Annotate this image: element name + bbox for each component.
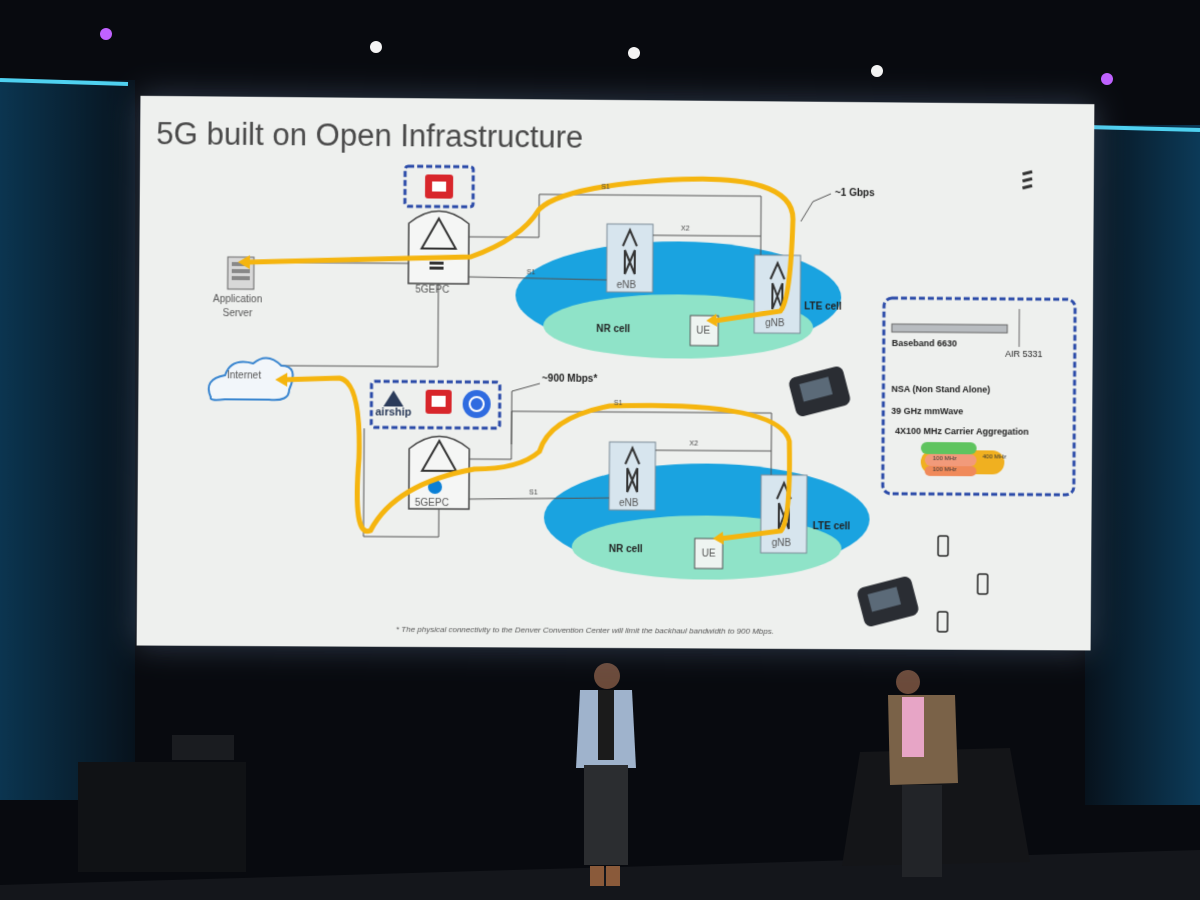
triangle-icon: [419, 438, 458, 472]
enb-tower-top: [606, 223, 654, 293]
triangle-icon: [419, 216, 457, 250]
lte-cell-label-top: LTE cell: [804, 301, 842, 313]
left-curtain: [0, 80, 135, 800]
enb-label-bottom: eNB: [619, 498, 639, 510]
core-shape-bottom: [407, 435, 470, 510]
carrier-aggregation-label: 4X100 MHz Carrier Aggregation: [895, 425, 1029, 437]
ceiling-light: [1101, 73, 1113, 85]
air-label: AIR 5331: [1005, 348, 1043, 360]
openstack-box-top: [402, 164, 475, 209]
kubernetes-icon: [462, 389, 491, 418]
ue-label-top: UE: [696, 325, 711, 337]
openstack-icon: [424, 389, 452, 414]
cable-label-a: 100 MHz: [932, 456, 957, 463]
mmwave-label: 39 GHz mmWave: [891, 405, 964, 417]
data-flow-arrow-top: [247, 176, 797, 324]
core-label-top: 5GEPC: [415, 284, 450, 296]
nsa-label: NSA (Non Stand Alone): [891, 383, 991, 395]
speaker-right: [888, 670, 958, 877]
airship-icon: [382, 389, 403, 406]
s1-label-top: S1: [601, 183, 610, 191]
diagram-canvas: [207, 164, 1095, 651]
baseband-label: Baseband 6630: [891, 337, 958, 349]
x2-label-bottom: X2: [689, 440, 699, 448]
enb-tower-bottom: [608, 441, 657, 511]
presentation-slide: 5G built on Open Infrastructure 5GEPC Ap…: [136, 95, 1095, 651]
phone-icon: [938, 536, 948, 556]
ceiling-light: [370, 41, 382, 53]
s1-core-link-bottom: [468, 497, 610, 500]
gnb-label-top: gNB: [765, 318, 785, 330]
cable-bundle-icon: [920, 441, 1005, 477]
core-shape-top: [407, 210, 470, 285]
side-table: [78, 762, 246, 872]
s1-label-bottom: S1: [613, 399, 623, 408]
x2-label-top: X2: [680, 225, 690, 233]
bandwidth-pointer-bottom: [510, 382, 540, 445]
openstack-icon: [424, 174, 453, 199]
x2-link-bottom: [655, 449, 773, 452]
x2-link-top: [653, 234, 762, 237]
hotspot-device: [855, 575, 920, 628]
right-light-strip: [1084, 125, 1200, 132]
bandwidth-label-top: ~1 Gbps: [834, 187, 875, 200]
speaker-left: [576, 663, 636, 886]
s1-core-label-top: S1: [526, 269, 536, 277]
airship-label: airship: [375, 406, 412, 419]
baseband-unit: [892, 324, 1008, 333]
slide-title: 5G built on Open Infrastructure: [156, 116, 584, 155]
phone-icon: [978, 574, 988, 594]
cable-label-total: 400 MHz: [982, 454, 1007, 461]
ericsson-logo: [1022, 170, 1033, 190]
lte-cell-label-bottom: LTE cell: [812, 521, 851, 533]
nr-cell-top: [543, 293, 814, 360]
bandwidth-label-bottom: ~900 Mbps*: [541, 373, 598, 385]
internet-label: Internet: [226, 370, 262, 382]
ue-label-bottom: UE: [701, 548, 716, 560]
s1-core-link-top: [468, 276, 607, 281]
hotspot-device: [787, 365, 852, 418]
s1-core-label-bottom: S1: [529, 489, 538, 497]
tools-box-bottom: [369, 379, 501, 430]
ceiling-light: [100, 28, 112, 40]
right-curtain: [1085, 125, 1200, 805]
phone-icon: [938, 612, 948, 632]
data-flow-arrow-bottom: [283, 374, 793, 542]
gnb-label-bottom: gNB: [771, 537, 792, 550]
core-label-bottom: 5GEPC: [414, 497, 449, 509]
bandwidth-pointer-top: [801, 193, 831, 221]
ceiling-light: [871, 65, 883, 77]
enb-label-top: eNB: [616, 279, 637, 292]
cable-label-b: 100 MHz: [932, 467, 957, 474]
internet-cloud: [207, 356, 294, 401]
ceiling-light: [628, 47, 640, 59]
nr-cell-label-bottom: NR cell: [608, 543, 643, 556]
left-light-strip: [0, 78, 129, 86]
app-server-label: Application Server: [212, 293, 263, 320]
nr-cell-label-top: NR cell: [596, 323, 631, 336]
equipment: [172, 735, 234, 760]
